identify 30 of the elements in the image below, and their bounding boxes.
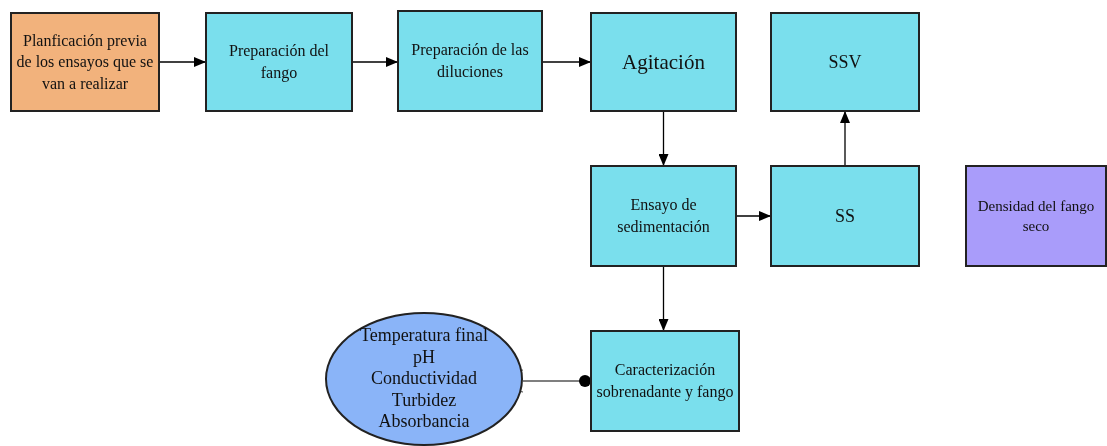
node-label: Planficación previa de los ensayos que se van a realizar [16,30,154,94]
arrow [159,57,206,67]
node-label: Ensayo de sedimentación [616,195,711,237]
node-label: Preparación de las diluciones [410,40,530,82]
arrow [736,211,771,221]
node-label: Agitación [622,48,705,76]
node-label: Caracterización sobrenadante y fango [596,360,734,403]
process-box [590,330,740,432]
node-label: Conductividad [371,368,477,390]
node-label: Turbidez [391,389,457,412]
process-box [965,165,1107,267]
process-box [770,165,920,267]
process-box [590,165,737,267]
arrow [542,57,591,67]
node-label: pH [413,346,435,369]
arrow [658,111,669,166]
process-box [770,12,920,112]
node-label: Temperatura final [359,325,489,347]
node-label: Absorbancia [378,411,470,433]
arrow [352,57,398,67]
node-label: Densidad del fango seco [976,196,1096,236]
node-label: Preparación del fango [228,41,330,84]
process-box [590,12,737,112]
process-box [205,12,353,112]
node-label: SS [835,204,855,228]
node-label: SSV [828,50,862,74]
arrow [658,266,669,331]
arrow [840,111,850,166]
process-box [10,12,160,112]
process-box [397,10,543,112]
